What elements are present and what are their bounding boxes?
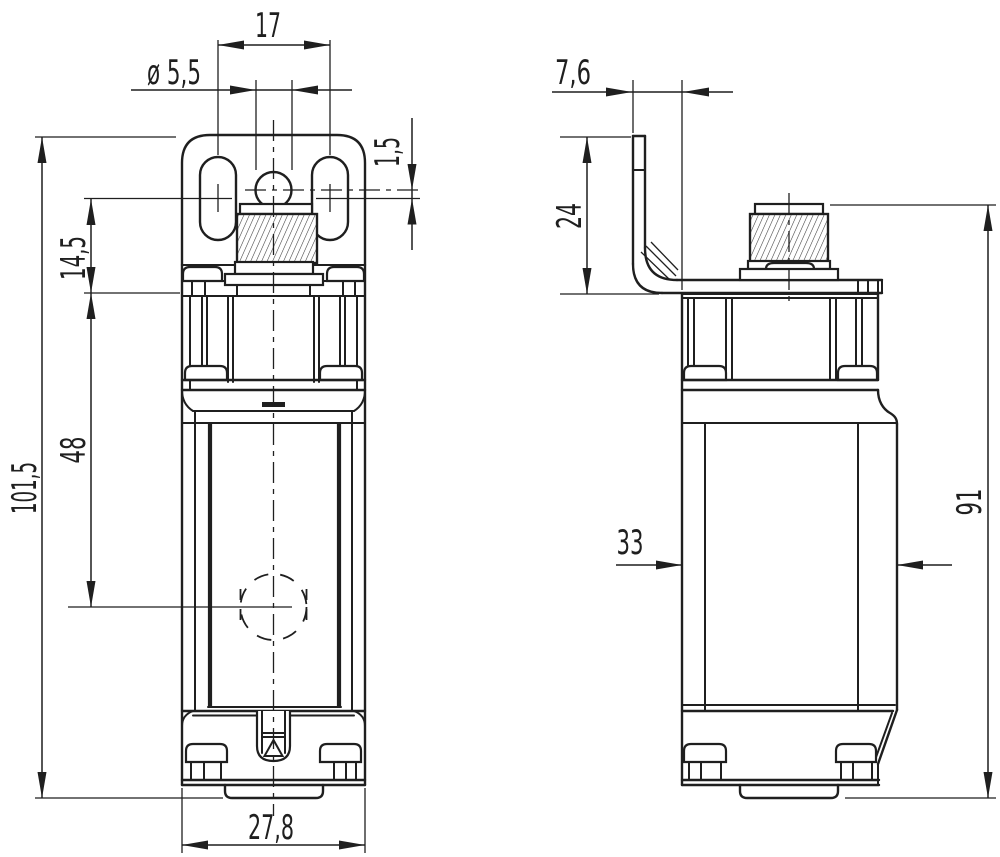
- bend-hatch-marks: [640, 241, 679, 280]
- dim-center-offset: 1,5: [245, 118, 420, 250]
- front-view: [68, 120, 367, 816]
- dim-label-center-offset: 1,5: [368, 137, 408, 167]
- screw-head-left: [181, 265, 224, 283]
- front-body: [68, 410, 366, 712]
- dim-label-body-width: 27,8: [248, 808, 294, 848]
- side-head: [680, 292, 899, 787]
- side-body: [681, 422, 899, 712]
- dim-bracket-leg: 24: [550, 136, 659, 295]
- dim-mount-to-slot: 14,5: [54, 197, 204, 607]
- dimensions-side: 7,6 24 33 91: [550, 53, 996, 799]
- dim-label-body-depth: 33: [617, 523, 644, 563]
- side-view: [631, 134, 899, 800]
- dim-label-hole-diameter: ø 5,5: [147, 53, 201, 93]
- bottom-foot-right: [318, 742, 363, 764]
- dim-label-bracket-offset: 7,6: [555, 53, 591, 93]
- screw-head-right: [325, 265, 366, 283]
- dim-label-connector-height: 91: [950, 489, 990, 516]
- dimensions-front: 17 ø 5,5 1,5 14,5: [5, 6, 420, 853]
- dim-body-depth: 33: [616, 523, 952, 570]
- side-bottom: [680, 704, 899, 800]
- dim-label-mount-to-slot: 14,5: [54, 236, 94, 280]
- dim-label-mount-to-actuator: 48: [54, 437, 94, 464]
- dim-mount-to-actuator: 48: [54, 293, 96, 607]
- dim-hole-diameter: ø 5,5: [131, 53, 352, 170]
- base-pad-side: [738, 783, 840, 800]
- dim-total-height: 101,5: [5, 136, 223, 799]
- head-foot-right: [318, 364, 364, 382]
- dim-body-width: 27,8: [181, 788, 366, 853]
- actuator-knockout: [239, 573, 308, 641]
- dim-label-bracket-leg: 24: [550, 203, 590, 229]
- front-bottom: [180, 709, 367, 800]
- dim-bracket-offset: 7,6: [552, 53, 733, 290]
- bottom-foot-left: [184, 742, 229, 764]
- dim-label-total-height: 101,5: [5, 462, 45, 514]
- dim-label-slot-spacing: 17: [255, 6, 281, 46]
- dim-slot-spacing: 17: [217, 6, 331, 155]
- head-foot-left: [183, 364, 229, 382]
- front-connector-m12: [233, 202, 319, 276]
- dim-connector-height: 91: [830, 204, 996, 799]
